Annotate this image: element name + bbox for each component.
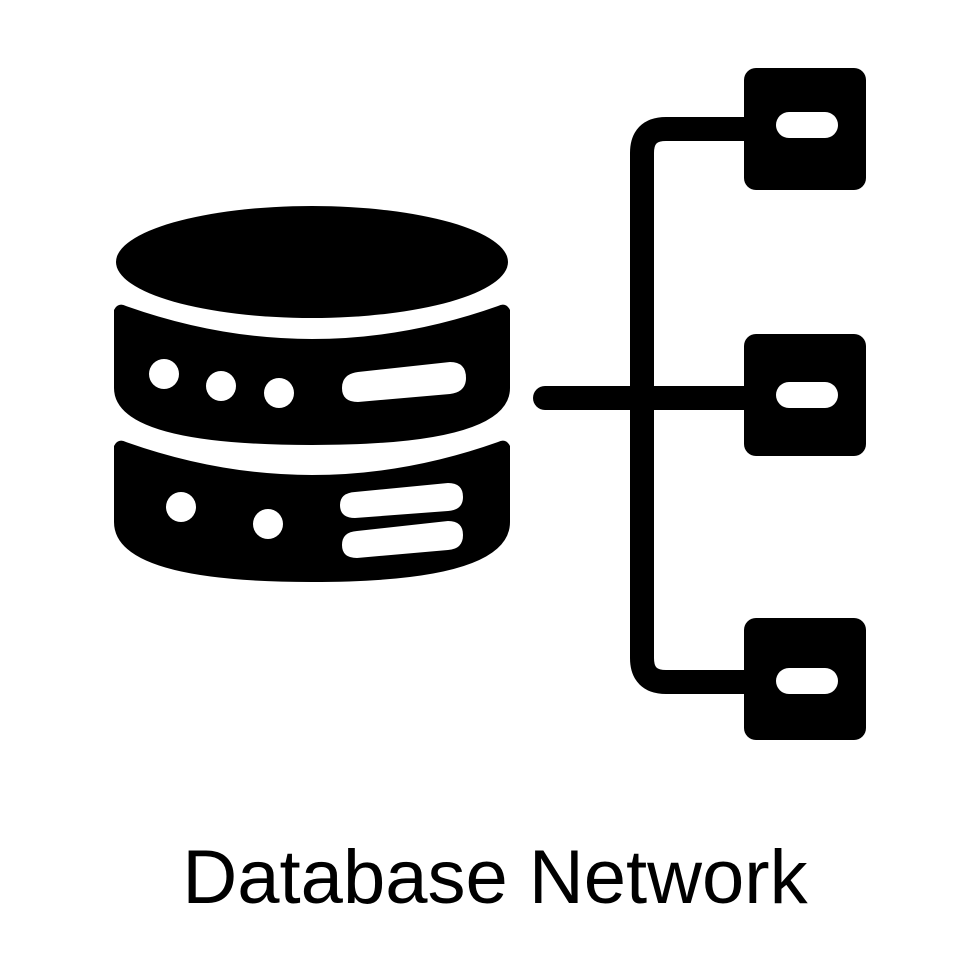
node-slot [776, 112, 838, 138]
connector-bracket [630, 117, 772, 694]
status-light [264, 378, 294, 408]
status-light [149, 359, 179, 389]
network-node [744, 68, 866, 190]
node-slot [776, 668, 838, 694]
drive-slot [342, 362, 466, 402]
node-slot [776, 382, 838, 408]
status-light [206, 371, 236, 401]
drive-slot [342, 521, 463, 558]
database-network-icon [114, 68, 866, 740]
status-light [166, 492, 196, 522]
drive-slot [340, 483, 463, 518]
network-node [744, 334, 866, 456]
status-light [253, 509, 283, 539]
network-connectors [533, 117, 772, 694]
database-top-ellipse [116, 206, 508, 318]
network-node [744, 618, 866, 740]
database-icon [114, 206, 510, 582]
database-upper-band [114, 304, 510, 445]
icon-caption: Database Network [182, 835, 808, 920]
